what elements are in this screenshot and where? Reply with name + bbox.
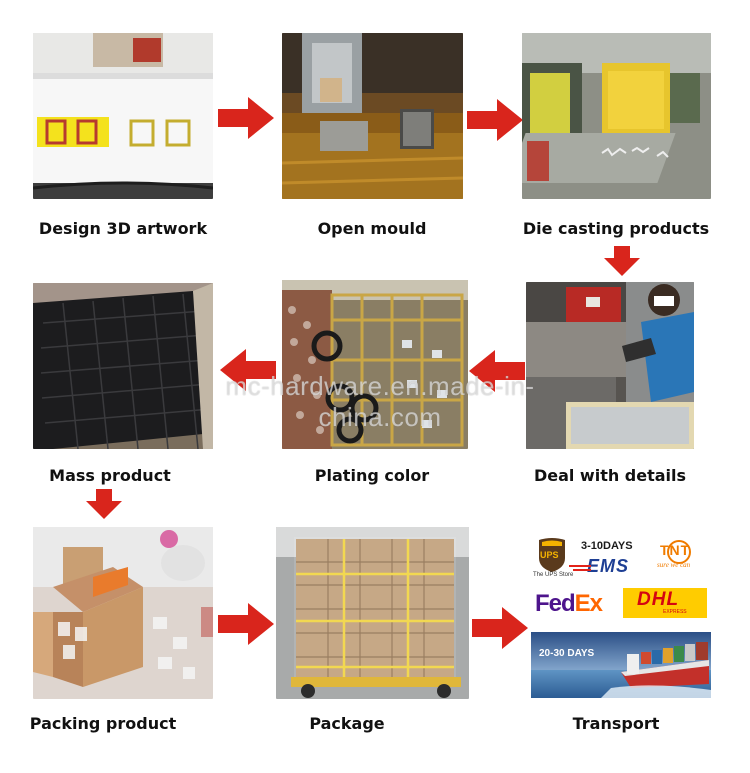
step-caption-mould: Open mould (317, 219, 427, 238)
deal-with-details-photo (526, 282, 694, 449)
step-caption-design: Design 3D artwork (38, 219, 208, 238)
arrow-right-icon (467, 99, 523, 141)
step-caption-casting: Die casting products (522, 219, 710, 238)
long-delivery-days: 20-30 DAYS (539, 648, 595, 659)
tnt-logo: TNT (660, 542, 691, 558)
packing-product-photo (33, 527, 213, 699)
design-3d-artwork-photo (33, 33, 213, 199)
plating-color-photo (282, 280, 468, 449)
arrow-left-icon (469, 350, 525, 392)
arrow-right-icon (218, 97, 274, 139)
ups-logo-text: UPS (540, 550, 559, 560)
cargo-ship-image: 20-30 DAYS (531, 632, 711, 698)
ems-logo: EMS (587, 556, 630, 576)
mass-product-photo (33, 283, 213, 449)
arrow-left-icon (220, 349, 276, 391)
fedex-ex-text: Ex (574, 590, 603, 617)
fedex-fed-text: Fed (535, 590, 576, 617)
ups-store-text: The UPS Store (533, 572, 574, 578)
ups-logo (539, 538, 565, 572)
ems-swoosh-icon (569, 565, 591, 571)
arrow-down-icon (86, 489, 122, 519)
package-photo (276, 527, 469, 699)
tnt-tagline: sure we can (657, 561, 691, 569)
step-caption-details: Deal with details (533, 466, 687, 485)
watermark: mc-hardware.en.made-in-china.com (225, 371, 535, 432)
open-mould-photo (282, 33, 463, 199)
arrow-right-icon (218, 603, 274, 645)
arrow-right-icon (472, 607, 528, 649)
die-casting-photo (522, 33, 711, 199)
dhl-tagline: EXPRESS (663, 609, 687, 615)
step-caption-package: Package (309, 714, 385, 733)
dhl-logo-text: DHL (637, 589, 680, 610)
step-caption-transport: Transport (572, 714, 660, 733)
short-delivery-days: 3-10DAYS (581, 540, 633, 552)
fedex-logo: FedEx (535, 590, 603, 618)
tnt-logo-mark (667, 540, 691, 564)
transport-panel: UPS The UPS Store 3-10DAYS EMS TNT sure … (529, 534, 711, 699)
step-caption-plating: Plating color (314, 466, 430, 485)
step-caption-packing: Packing product (29, 714, 177, 733)
dhl-logo: DHL EXPRESS (623, 588, 707, 618)
arrow-down-icon (604, 246, 640, 276)
step-caption-mass: Mass product (49, 466, 171, 485)
